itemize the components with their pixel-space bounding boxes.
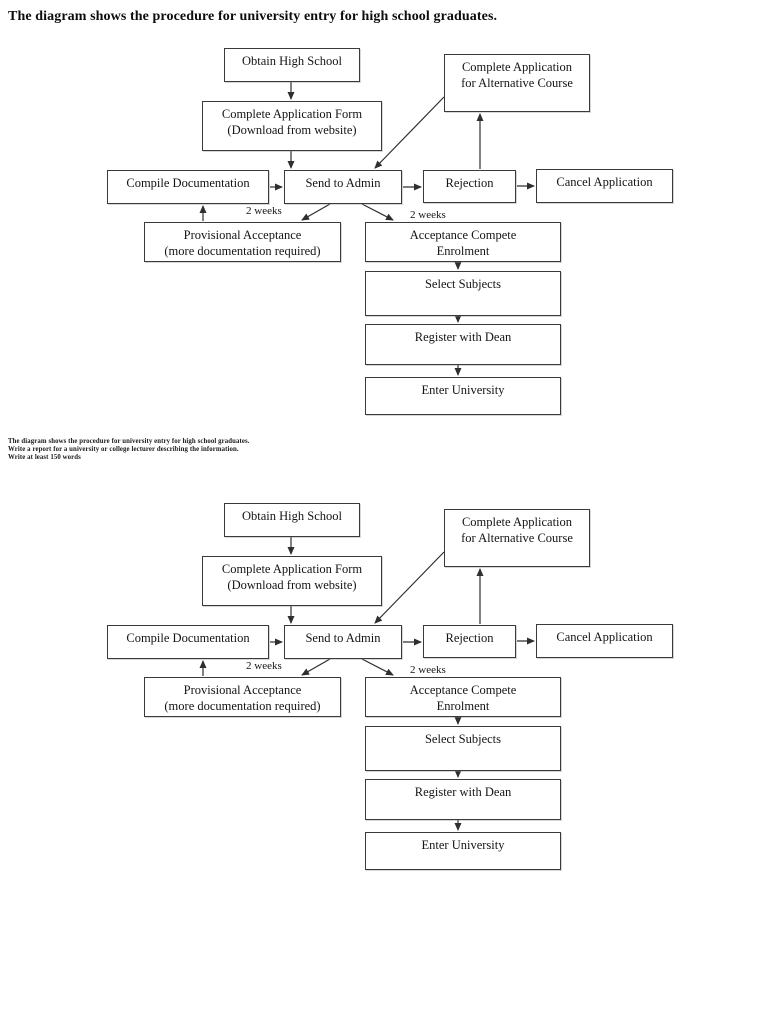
edge-send-to-acceptance bbox=[361, 658, 394, 676]
edge-send-to-acceptance bbox=[361, 203, 394, 221]
node-provisional: Provisional Acceptance (more documentati… bbox=[144, 222, 341, 262]
node-acceptance: Acceptance Compete Enrolment bbox=[365, 222, 561, 262]
flowchart-arrows bbox=[199, 537, 535, 831]
node-reject: Rejection bbox=[423, 625, 516, 658]
edge-alt-to-send bbox=[374, 551, 445, 624]
node-select: Select Subjects bbox=[365, 271, 561, 316]
node-alt: Complete Application for Alternative Cou… bbox=[444, 54, 590, 112]
node-compile: Compile Documentation bbox=[107, 625, 269, 659]
edge-send-to-provisional bbox=[301, 203, 331, 221]
node-obtain: Obtain High School bbox=[224, 503, 360, 537]
task-instructions: The diagram shows the procedure for univ… bbox=[8, 438, 250, 462]
node-cancel: Cancel Application bbox=[536, 624, 673, 658]
node-reject: Rejection bbox=[423, 170, 516, 203]
node-form: Complete Application Form (Download from… bbox=[202, 101, 382, 151]
flowchart-arrows bbox=[199, 82, 535, 376]
node-send: Send to Admin bbox=[284, 625, 402, 659]
node-obtain: Obtain High School bbox=[224, 48, 360, 82]
node-cancel: Cancel Application bbox=[536, 169, 673, 203]
node-acceptance: Acceptance Compete Enrolment bbox=[365, 677, 561, 717]
edge-label-2-weeks: 2 weeks bbox=[410, 209, 446, 221]
node-enter: Enter University bbox=[365, 377, 561, 415]
page-title: The diagram shows the procedure for univ… bbox=[8, 9, 498, 24]
instruction-line-2: Write a report for a university or colle… bbox=[8, 446, 239, 453]
instruction-line-3: Write at least 150 words bbox=[8, 454, 81, 461]
edge-label-2-weeks: 2 weeks bbox=[246, 660, 282, 672]
node-compile: Compile Documentation bbox=[107, 170, 269, 204]
node-alt: Complete Application for Alternative Cou… bbox=[444, 509, 590, 567]
edge-alt-to-send bbox=[374, 96, 445, 169]
node-provisional: Provisional Acceptance (more documentati… bbox=[144, 677, 341, 717]
node-register: Register with Dean bbox=[365, 779, 561, 820]
edge-send-to-provisional bbox=[301, 658, 331, 676]
node-register: Register with Dean bbox=[365, 324, 561, 365]
edge-label-2-weeks: 2 weeks bbox=[246, 205, 282, 217]
node-send: Send to Admin bbox=[284, 170, 402, 204]
node-form: Complete Application Form (Download from… bbox=[202, 556, 382, 606]
instruction-line-1: The diagram shows the procedure for univ… bbox=[8, 438, 250, 445]
edge-label-2-weeks: 2 weeks bbox=[410, 664, 446, 676]
node-enter: Enter University bbox=[365, 832, 561, 870]
node-select: Select Subjects bbox=[365, 726, 561, 771]
